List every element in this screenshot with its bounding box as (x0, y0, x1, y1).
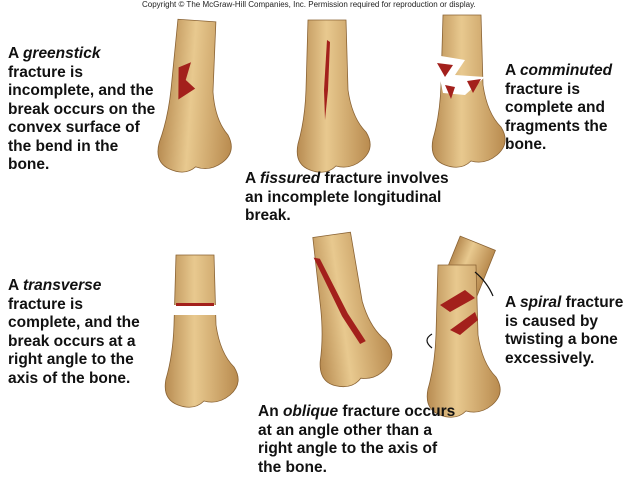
comminuted-caption: A comminuted fracture is complete and fr… (505, 62, 613, 153)
twist-arrow-icon (426, 333, 433, 349)
fissured-bone (296, 19, 371, 173)
greenstick-caption: A greenstick fracture is incomplete, and… (8, 45, 156, 173)
greenstick-bone (156, 18, 241, 176)
spiral-caption: A spiral fracture is caused by twisting … (505, 294, 624, 367)
fissure-crack (324, 40, 330, 120)
transverse-caption: A transverse fracture is complete, and t… (8, 277, 140, 387)
oblique-bone (301, 228, 396, 391)
oblique-caption: An oblique fracture occurs at an angle o… (258, 403, 456, 476)
fissured-caption: A fissured fracture involves an incomple… (245, 170, 449, 224)
comminuted-bone (431, 14, 506, 168)
copyright-notice: Copyright © The McGraw-Hill Companies, I… (142, 0, 476, 9)
greenstick-crack (178, 62, 196, 100)
twist-arrow-icon (474, 271, 494, 297)
transverse-bone (158, 254, 239, 408)
spiral-bone (426, 235, 501, 418)
